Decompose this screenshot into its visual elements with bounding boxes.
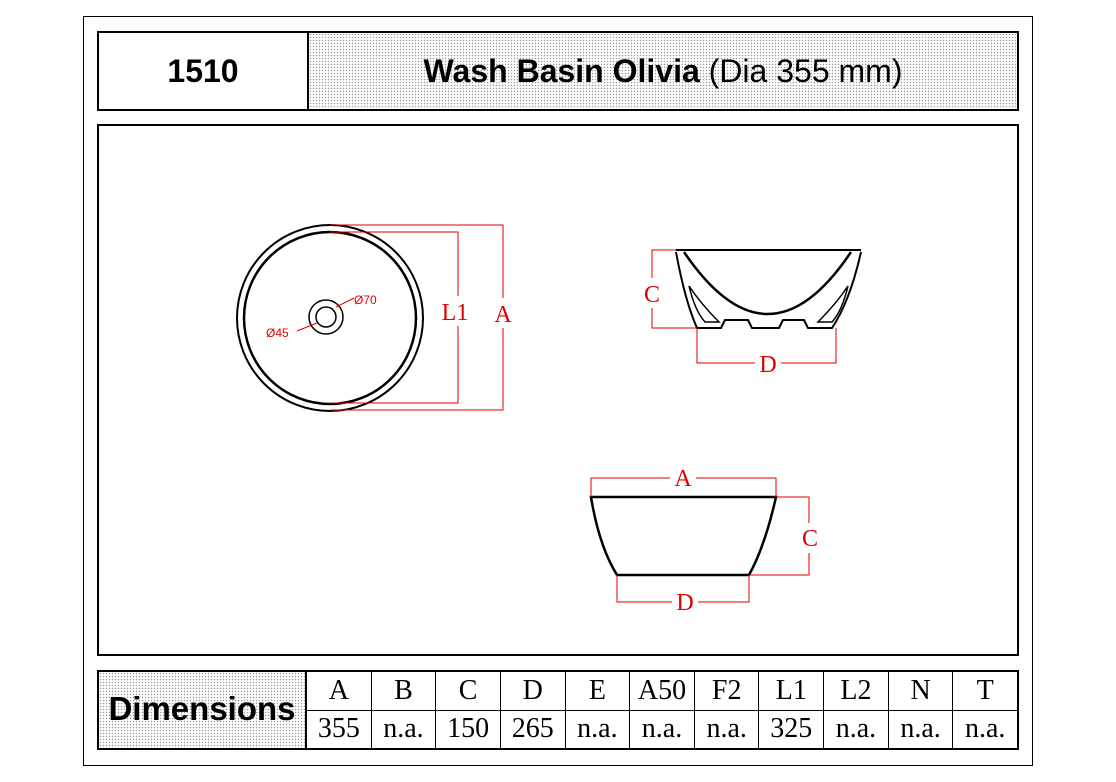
dimension-value: 355 [317, 713, 360, 745]
dimension-key: L1 [759, 672, 824, 711]
product-name: Wash Basin Olivia [423, 52, 700, 89]
dimension-key: D [500, 672, 565, 711]
drain-inner [315, 306, 337, 328]
dimension-value: n.a. [900, 713, 941, 745]
dimension-key: T [953, 672, 1018, 711]
dimension-value: n.a. [383, 713, 424, 745]
dimension-key: F2 [694, 672, 759, 711]
side-a-label: A [674, 466, 692, 492]
dimension-key: B [371, 672, 436, 711]
dimension-value: n.a. [577, 713, 618, 745]
section-bowl-inner [682, 251, 853, 316]
section-outer-wall [675, 251, 862, 329]
dimension-value: n.a. [641, 713, 683, 745]
section-left-cavity [688, 285, 721, 323]
a-label-bg [491, 298, 517, 328]
side-c-label-bg [797, 523, 823, 553]
section-c-label: C [644, 282, 660, 308]
drain-inner-leader [296, 322, 318, 332]
side-a-label-bg [670, 464, 696, 492]
l1-label: L1 [442, 300, 469, 326]
dimension-key: A [307, 672, 371, 711]
side-basin-outline [589, 495, 778, 577]
basin-inner-rim [242, 230, 418, 406]
product-diameter: (Dia 355 mm) [708, 52, 903, 89]
drain-inner-label: Ø45 [266, 326, 289, 340]
top-view: Ø70 Ø45 L1 A [236, 224, 517, 412]
dimension-key: E [565, 672, 630, 711]
drawing-canvas: Ø70 Ø45 L1 A C [236, 224, 862, 616]
section-view: C D [639, 249, 862, 378]
side-c-label: C [802, 526, 818, 552]
dimension-value: 265 [511, 713, 554, 745]
side-d-label: D [676, 590, 693, 616]
dimension-value: 150 [447, 713, 490, 745]
dimension-value: n.a. [965, 713, 1006, 745]
drawing-sheet [83, 16, 1033, 766]
basin-outer-rim [236, 224, 424, 412]
dimension-key: L2 [824, 672, 888, 711]
drain-outer-label: Ø70 [354, 293, 377, 307]
drain-outer-leader [335, 297, 355, 308]
a-label: A [494, 302, 512, 328]
dimension-value: n.a. [706, 713, 747, 745]
section-d-label-bg [755, 348, 781, 376]
dimension-key: A50 [630, 672, 694, 711]
section-c-label-bg [639, 278, 665, 308]
side-d-label-bg [672, 588, 698, 616]
dimension-key: N [888, 672, 953, 711]
title-block: 1510 Wash Basin Olivia (Dia 355 mm) [97, 31, 1019, 111]
dimension-key: C [436, 672, 500, 711]
section-d-label: D [759, 352, 776, 378]
product-code: 1510 [99, 33, 309, 109]
dimensions-label: Dimensions [99, 672, 307, 748]
section-right-cavity [816, 285, 849, 323]
dimension-value: n.a. [835, 713, 877, 745]
product-title: Wash Basin Olivia (Dia 355 mm) [309, 33, 1017, 109]
technical-drawing: Ø70 Ø45 L1 A C [97, 124, 1019, 656]
dimension-value: 325 [770, 713, 813, 745]
l1-label-bg [437, 296, 473, 326]
side-view: A C D [589, 464, 823, 616]
drain-outer [308, 299, 344, 335]
